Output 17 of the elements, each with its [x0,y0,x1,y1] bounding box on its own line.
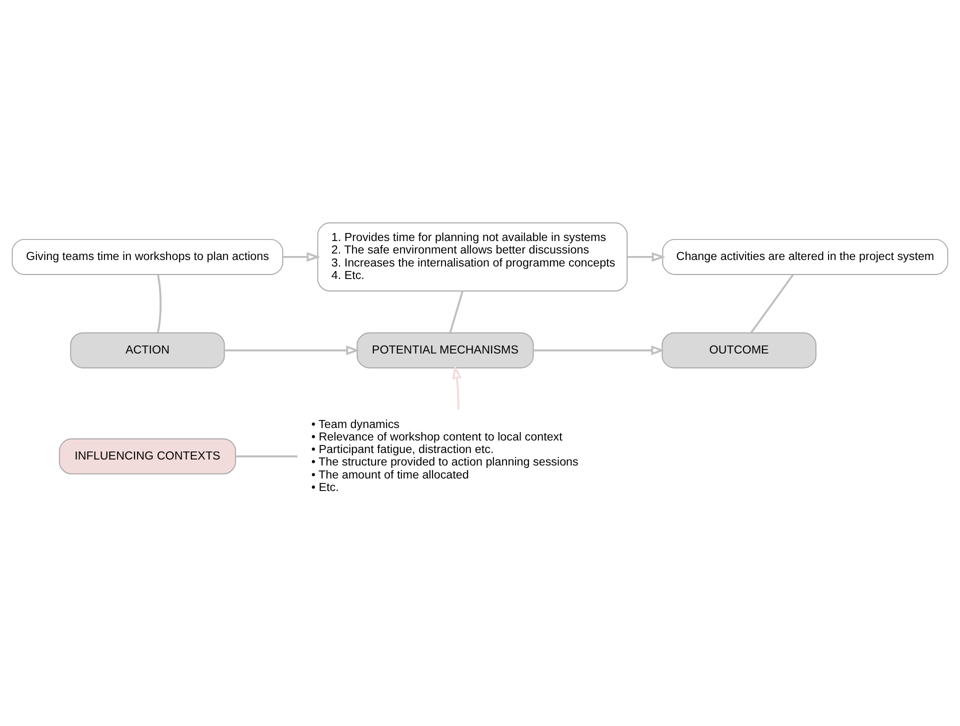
connector [750,274,794,334]
node-box: POTENTIAL MECHANISMS [356,332,534,368]
arrow [224,346,360,356]
arrow [627,252,666,262]
arrow [533,346,665,356]
node-box: INFLUENCING CONTEXTS [58,438,236,474]
connector [236,455,298,458]
connector [156,274,162,333]
arrow [283,252,320,262]
node-box: 1. Provides time for planning not available in systems 2. The safe environment allows better discussions 3. Increases the internalisation of programme concepts 4. Etc. [317,222,628,292]
node-box: Change activities are altered in the project system [662,238,948,275]
node-box: ACTION [70,332,225,368]
arrow [452,365,462,410]
connector [449,290,464,333]
node-text: • Team dynamics • Relevance of workshop content to local context • Participant fatigue, distraction etc. • The structure provided to action planning sessions • The amount of time allocated • Etc. [311,418,578,494]
node-box: Giving teams time in workshops to plan actions [12,238,284,275]
node-box: OUTCOME [662,332,816,368]
